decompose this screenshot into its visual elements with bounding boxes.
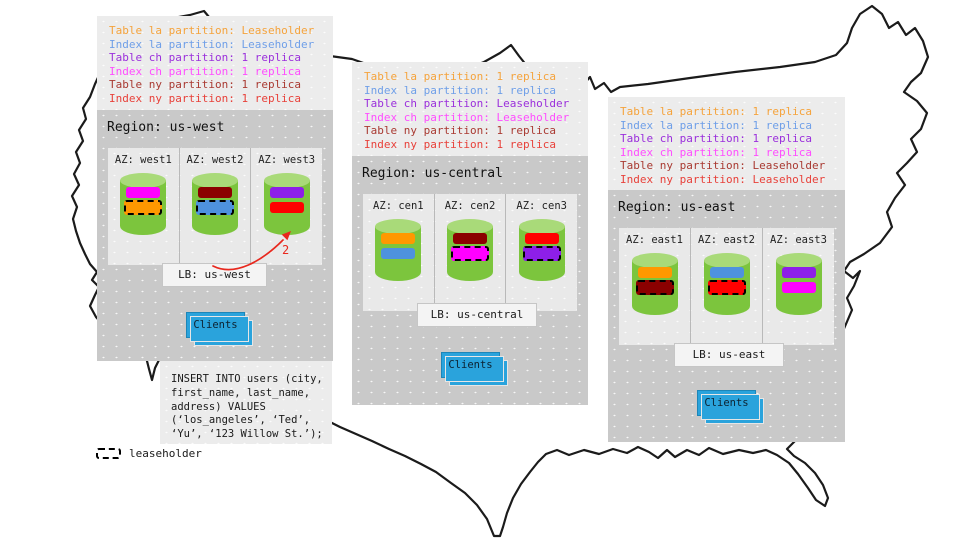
partition-replica-bar [453, 233, 487, 244]
partition-replica-bar [522, 246, 561, 261]
partition-note: Index la partition: Leaseholder [109, 37, 315, 51]
partition-replica-bar [126, 187, 161, 198]
load-balancer: LB: us-central [417, 303, 537, 327]
cylinder-top [375, 219, 422, 234]
partition-replica-bar [124, 200, 163, 215]
partition-replica-bar [637, 267, 672, 278]
partition-note: Index ny partition: 1 replica [109, 91, 302, 105]
az-label: AZ: east3 [770, 234, 827, 246]
partition-note: Table ny partition: 1 replica [109, 78, 302, 92]
partition-replica-bar [709, 267, 744, 278]
region-title: Region: us-east [618, 200, 736, 215]
database-node-cylinder [375, 219, 422, 281]
leaseholder-dashed-swatch-icon [96, 448, 121, 459]
database-node-cylinder [631, 253, 678, 315]
partition-note: Table la partition: Leaseholder [109, 24, 315, 37]
partition-legend-us-central: Table la partition: 1 replica Index la p… [352, 62, 588, 156]
az-column: AZ: east1 [619, 228, 690, 345]
clients-button[interactable]: Clients [697, 390, 764, 424]
cylinder-top [263, 173, 310, 188]
partition-note: Index ch partition: 1 replica [109, 64, 302, 78]
partition-replica-bar [781, 282, 816, 293]
az-label: AZ: west1 [114, 154, 172, 166]
region-box-us-east: Region: us-east AZ: east1 AZ: east2 [608, 190, 845, 442]
cylinder-top [703, 253, 750, 268]
az-column: AZ: west3 [250, 148, 322, 265]
cylinder-top [775, 253, 822, 268]
az-label: AZ: cen2 [444, 200, 496, 212]
az-label: AZ: cen1 [373, 200, 424, 212]
region-title: Region: us-west [107, 120, 225, 135]
partition-legend-us-east: Table la partition: 1 replica Index la p… [608, 97, 845, 190]
az-column: AZ: east3 [762, 228, 834, 345]
region-title: Region: us-central [362, 166, 503, 181]
database-node-cylinder [447, 219, 493, 281]
az-label: AZ: east1 [626, 234, 683, 246]
database-node-cylinder [192, 173, 238, 235]
database-node-cylinder [775, 253, 822, 315]
database-node-cylinder [703, 253, 750, 315]
database-node-cylinder [518, 219, 565, 281]
cylinder-top [518, 219, 565, 234]
database-node-cylinder [263, 173, 310, 235]
partition-note: Table ch partition: 1 replica [620, 132, 813, 146]
partition-replica-bar [707, 280, 746, 295]
partition-replica-bar [196, 200, 234, 215]
partition-note: Index ny partition: 1 replica [364, 137, 557, 151]
partition-replica-bar [781, 267, 816, 278]
partition-note: Table ch partition: Leaseholder [364, 97, 570, 111]
az-panel: AZ: east1 AZ: east2 AZ: east3 [619, 228, 834, 345]
partition-replica-bar [381, 233, 416, 244]
clients-button[interactable]: Clients [186, 312, 253, 346]
sql-insert-note: INSERT INTO users (city, first_name, las… [160, 361, 332, 444]
partition-replica-bar [381, 248, 416, 259]
partition-note: Table ny partition: 1 replica [364, 124, 557, 138]
partition-replica-bar [198, 187, 232, 198]
partition-note: Table la partition: 1 replica [364, 70, 557, 83]
partition-note: Index ch partition: 1 replica [620, 145, 813, 159]
az-column: AZ: cen3 [505, 194, 577, 311]
partition-replica-bar [451, 246, 489, 261]
region-box-us-central: Region: us-central AZ: cen1 AZ: cen2 [352, 156, 588, 405]
cylinder-top [447, 219, 493, 234]
partition-note: Table la partition: 1 replica [620, 105, 813, 118]
cylinder-top [631, 253, 678, 268]
partition-note: Index ch partition: Leaseholder [364, 110, 570, 124]
clients-button[interactable]: Clients [441, 352, 508, 386]
leaseholder-key-label: leaseholder [129, 447, 202, 460]
az-label: AZ: west3 [258, 154, 316, 166]
partition-replica-bar [524, 233, 559, 244]
region-box-us-west: Region: us-west AZ: west1 AZ: west2 [97, 110, 333, 361]
partition-note: Table ch partition: 1 replica [109, 51, 302, 65]
leaseholder-key: leaseholder [96, 447, 202, 460]
az-label: AZ: cen3 [516, 200, 567, 212]
az-label: AZ: west2 [186, 154, 244, 166]
az-panel: AZ: cen1 AZ: cen2 AZ: cen3 [363, 194, 577, 311]
partition-note: Index la partition: 1 replica [364, 83, 557, 97]
database-node-cylinder [120, 173, 167, 235]
partition-note: Table ny partition: Leaseholder [620, 159, 826, 173]
az-column: AZ: east2 [690, 228, 762, 345]
partition-replica-bar [269, 202, 304, 213]
load-balancer: LB: us-west [162, 263, 267, 287]
partition-replica-bar [635, 280, 674, 295]
az-column: AZ: west2 [178, 148, 251, 265]
az-column: AZ: cen2 [433, 194, 506, 311]
partition-legend-us-west: Table la partition: Leaseholder Index la… [97, 16, 333, 110]
cylinder-top [192, 173, 238, 188]
az-panel: AZ: west1 AZ: west2 AZ: west3 [108, 148, 322, 265]
az-label: AZ: east2 [698, 234, 755, 246]
sql-insert-text: INSERT INTO users (city, first_name, las… [171, 373, 323, 441]
cylinder-top [120, 173, 167, 188]
az-column: AZ: cen1 [363, 194, 434, 311]
partition-replica-bar [269, 187, 304, 198]
load-balancer: LB: us-east [674, 343, 784, 367]
partition-note: Index la partition: 1 replica [620, 118, 813, 132]
partition-note: Index ny partition: Leaseholder [620, 172, 826, 186]
az-column: AZ: west1 [108, 148, 179, 265]
